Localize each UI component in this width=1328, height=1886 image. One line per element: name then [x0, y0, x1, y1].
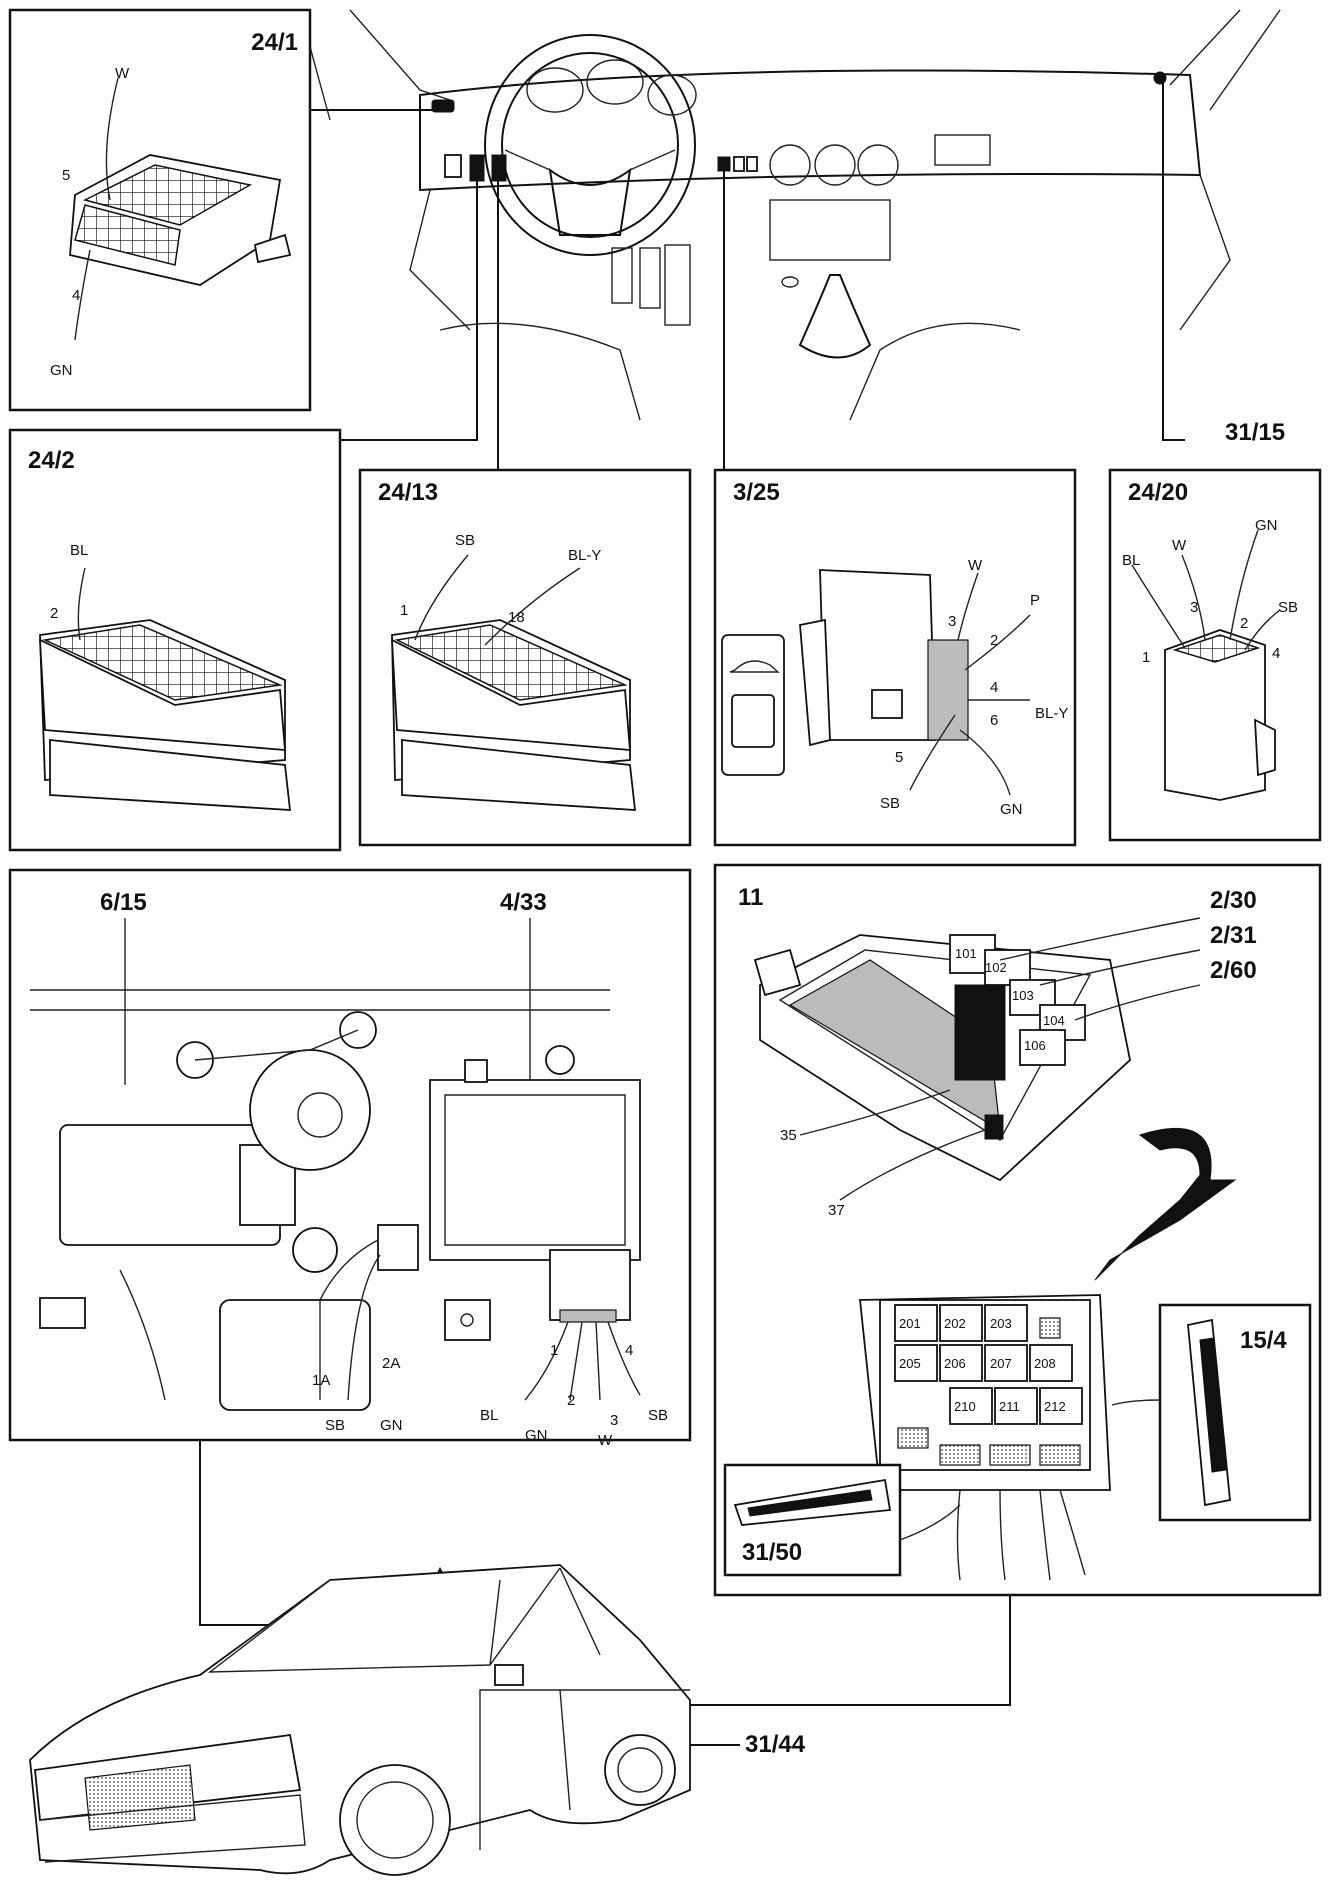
- relay-207: 207: [990, 1356, 1012, 1371]
- label-24-20-pin2: 2: [1240, 615, 1248, 632]
- label-11-106: 106: [1024, 1038, 1046, 1053]
- label-3-25-pin4: 4: [990, 679, 998, 696]
- label-24-20-pin4: 4: [1272, 645, 1280, 662]
- panel-24-2-id: 24/2: [28, 447, 75, 474]
- label-3-25-pin2: 2: [990, 632, 998, 649]
- label-24-20-sb: SB: [1278, 599, 1298, 616]
- car-illustration: [29, 1564, 691, 1876]
- label-4-33-sb2: SB: [325, 1417, 345, 1434]
- label-24-2-bl: BL: [70, 542, 88, 559]
- label-11-35: 35: [780, 1127, 797, 1144]
- label-3-25-bly: BL-Y: [1035, 705, 1068, 722]
- panel-24-1-id: 24/1: [251, 29, 298, 56]
- label-4-33-gn: GN: [525, 1427, 548, 1444]
- panel-24-1: 24/1 W 5 4 GN: [8, 8, 312, 412]
- label-4-33-2a: 2A: [382, 1355, 400, 1372]
- label-24-20-bl: BL: [1122, 552, 1140, 569]
- relay-201: 201: [899, 1316, 921, 1331]
- label-11-104: 104: [1043, 1013, 1065, 1028]
- relay-202: 202: [944, 1316, 966, 1331]
- label-11-101: 101: [955, 946, 977, 961]
- label-3-25-sb: SB: [880, 795, 900, 812]
- label-4-33-pin1: 1: [550, 1342, 558, 1359]
- label-4-33-gn2: GN: [380, 1417, 403, 1434]
- relay-206: 206: [944, 1356, 966, 1371]
- relay-212: 212: [1044, 1399, 1066, 1414]
- relay-211: 211: [999, 1399, 1020, 1414]
- dashboard-illustration: [299, 9, 1281, 421]
- label-24-1-pin4: 4: [72, 287, 80, 304]
- label-4-33-pin2: 2: [567, 1392, 575, 1409]
- label-4-33-w: W: [598, 1432, 613, 1449]
- label-24-20-w: W: [1172, 537, 1187, 554]
- label-31-44: 31/44: [745, 1731, 806, 1758]
- label-2-31: 2/31: [1210, 922, 1257, 949]
- label-3-25-p: P: [1030, 592, 1040, 609]
- label-3-25-gn: GN: [1000, 801, 1023, 818]
- label-24-13-sb: SB: [455, 532, 475, 549]
- relay-203: 203: [990, 1316, 1012, 1331]
- label-3-25-w: W: [968, 557, 983, 574]
- label-4-33-bl: BL: [480, 1407, 498, 1424]
- panel-24-13-id: 24/13: [378, 479, 438, 506]
- panel-6-15-4-33: 6/15 4/33 1 2 3: [8, 868, 692, 1449]
- label-2-30: 2/30: [1210, 887, 1257, 914]
- label-11-37: 37: [828, 1202, 845, 1219]
- label-3-25-pin3: 3: [948, 613, 956, 630]
- label-31-15: 31/15: [1225, 419, 1285, 446]
- label-24-13-pin18: 18: [508, 609, 525, 626]
- relay-210: 210: [954, 1399, 976, 1414]
- label-15-4: 15/4: [1240, 1327, 1287, 1354]
- panel-24-20: 24/20 GN W BL 3 2 SB 1 4: [1108, 468, 1322, 842]
- label-31-50: 31/50: [742, 1539, 802, 1566]
- label-24-1-w: W: [115, 65, 130, 82]
- panel-11-id: 11: [738, 884, 763, 911]
- panel-24-2: 24/2 BL 2: [8, 428, 342, 852]
- label-24-13-bly: BL-Y: [568, 547, 601, 564]
- relay-205: 205: [899, 1356, 921, 1371]
- panel-24-20-id: 24/20: [1128, 479, 1188, 506]
- label-2-60: 2/60: [1210, 957, 1257, 984]
- panel-6-15-id: 6/15: [100, 889, 147, 916]
- dashboard-leaders: [310, 82, 1185, 470]
- label-11-102: 102: [985, 960, 1007, 975]
- label-24-20-gn: GN: [1255, 517, 1278, 534]
- label-24-13-pin1: 1: [400, 602, 408, 619]
- panel-3-25-id: 3/25: [733, 479, 780, 506]
- panel-4-33-id: 4/33: [500, 889, 547, 916]
- label-24-1-gn: GN: [50, 362, 73, 379]
- label-24-2-pin2: 2: [50, 605, 58, 622]
- label-4-33-pin4: 4: [625, 1342, 633, 1359]
- label-3-25-pin5: 5: [895, 749, 903, 766]
- label-24-20-pin3: 3: [1190, 599, 1198, 616]
- label-4-33-sb: SB: [648, 1407, 668, 1424]
- panel-11: 11 2/30 2/31 2/60 35 37 101 102 103 104 …: [713, 863, 1322, 1597]
- panel-3-25: 3/25 W P 3 2 4 BL-Y 6 5 SB GN: [713, 468, 1077, 847]
- label-24-20-pin1: 1: [1142, 649, 1150, 666]
- label-4-33-pin3: 3: [610, 1412, 618, 1429]
- label-4-33-1a: 1A: [312, 1372, 330, 1389]
- label-11-103: 103: [1012, 988, 1034, 1003]
- relay-208: 208: [1034, 1356, 1056, 1371]
- label-24-1-pin5: 5: [62, 167, 70, 184]
- panel-24-13: 24/13 SB BL-Y 1 18: [358, 468, 692, 847]
- label-3-25-pin6: 6: [990, 712, 998, 729]
